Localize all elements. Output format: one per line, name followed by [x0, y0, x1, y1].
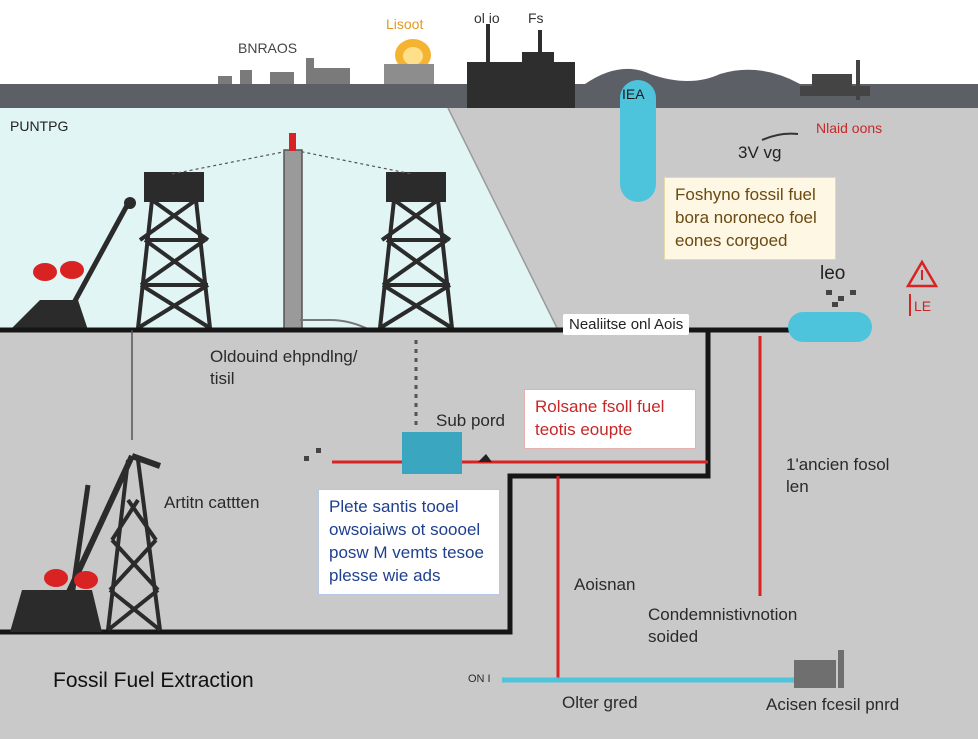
- signal-lines: [171, 149, 413, 175]
- pumpjack-icon: [10, 453, 162, 632]
- info-box-line: eones corgoed: [675, 230, 788, 250]
- cyan-reservoir: [788, 312, 872, 342]
- info-box: Foshyno fossil fuel bora noroneco foel e…: [664, 177, 836, 260]
- data-dots: [304, 290, 856, 461]
- blue-box-line: owsoiaiws ot soooel: [329, 519, 481, 539]
- warning-triangle-icon: [905, 259, 939, 316]
- bottom-marker: ON I: [468, 673, 491, 685]
- measure-label: 3V vg: [738, 143, 782, 162]
- blue-box-line: posw M vemts tesoe: [329, 542, 484, 562]
- center-label: Aoisnan: [574, 575, 636, 594]
- surface-label-center: Lisoot: [386, 16, 424, 32]
- condemn-label-1: Condemnistivnotion: [648, 605, 798, 624]
- blue-box-line: Plete santis tooel: [329, 497, 459, 516]
- pumpjack-icon: [10, 197, 136, 330]
- blue-box-line: plesse wie ads: [329, 565, 441, 585]
- factory-icon: [218, 58, 350, 84]
- leo-label: leo: [820, 263, 846, 284]
- sea-slope: [447, 107, 559, 331]
- center-standpipe: [283, 133, 303, 331]
- right-label-2: len: [786, 477, 809, 496]
- tower-building-icon: [467, 24, 575, 108]
- surface-label-tower: ol io: [474, 10, 500, 26]
- other-label: Olter gred: [562, 693, 638, 712]
- action-fossil-label: Acisen fcesil pnrd: [766, 695, 900, 714]
- curved-arrow: [761, 132, 799, 141]
- sea-area: [0, 108, 558, 330]
- diagram-title: Fossil Fuel Extraction: [53, 669, 254, 692]
- collection-tank: [402, 432, 462, 474]
- blue-info-box: Plete santis tooel owsoiaiws ot soooel p…: [318, 489, 500, 595]
- oil-derrick-icon: [136, 172, 212, 330]
- sub-pond-label: Sub pord: [436, 411, 505, 430]
- red-info-box: Rolsane fsoll fuel teotis eoupte: [524, 389, 696, 449]
- oil-derrick-icon: [378, 172, 454, 330]
- pump-label: PUNTPG: [10, 118, 69, 134]
- lake-label: IEA: [622, 86, 645, 102]
- pump-station-icon: [800, 60, 870, 100]
- condemn-label-2: soided: [648, 627, 699, 646]
- surface-label-right: Nlaid oons: [816, 120, 883, 136]
- cyan-lake: [620, 80, 656, 202]
- flame-icon: [384, 39, 434, 84]
- arrow-marker: [478, 454, 492, 462]
- red-box-line: Rolsane fsoll fuel: [535, 397, 665, 416]
- warning-label: LE: [914, 298, 932, 314]
- right-label-1: 1'ancien fosol: [786, 455, 890, 474]
- info-box-line: bora noroneco foel: [675, 207, 817, 227]
- pump-station-icon: [794, 650, 844, 688]
- red-box-line: teotis eoupte: [535, 419, 633, 439]
- oil-pipeline-label-1: Oldouind ehpndlng/: [210, 347, 358, 366]
- oil-pipeline-label-2: tisil: [210, 369, 235, 388]
- pipeline-tag: Nealiitse onl Aois: [563, 314, 690, 335]
- action-label: Artitn cattten: [164, 493, 260, 512]
- surface-label-tower-right: Fs: [528, 10, 544, 26]
- info-box-line: Foshyno fossil fuel: [675, 185, 816, 204]
- oil-derrick-icon: [106, 459, 162, 632]
- surface-label-left: BNRAOS: [238, 40, 298, 56]
